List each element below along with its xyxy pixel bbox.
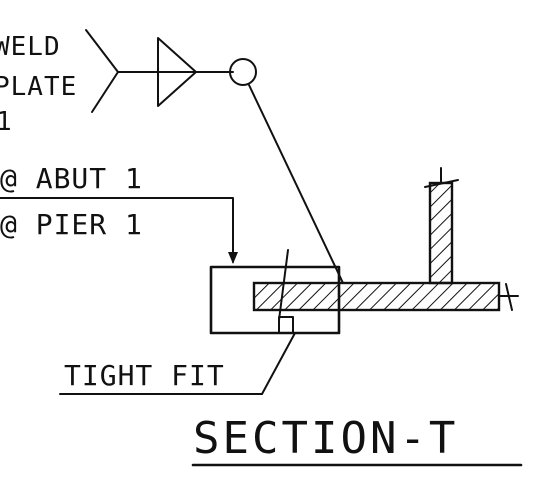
block-leader-line (278, 249, 289, 321)
section-title: SECTION-T (193, 413, 458, 464)
block-tab (278, 316, 294, 334)
hatched-web-plate (428, 181, 454, 285)
abut-label: @ ABUT 1 (0, 162, 143, 195)
weld-tail-symbol (85, 29, 119, 113)
fillet-weld-symbol (157, 37, 197, 107)
weld-label: WELD (0, 32, 61, 62)
weld-leader-line (248, 84, 344, 284)
flange-break-mark (505, 283, 513, 311)
weld-all-around-symbol (229, 58, 257, 86)
abut-pier-leader (0, 197, 234, 263)
plate-mark-label: 1 (0, 107, 13, 137)
hatched-flange-plate (252, 281, 501, 312)
plate-label: PLATE (0, 72, 77, 102)
abut-pier-arrowhead (228, 252, 238, 264)
tight-fit-label: TIGHT FIT (64, 359, 225, 392)
pier-label: @ PIER 1 (0, 208, 143, 241)
tight-fit-leader (261, 332, 296, 395)
